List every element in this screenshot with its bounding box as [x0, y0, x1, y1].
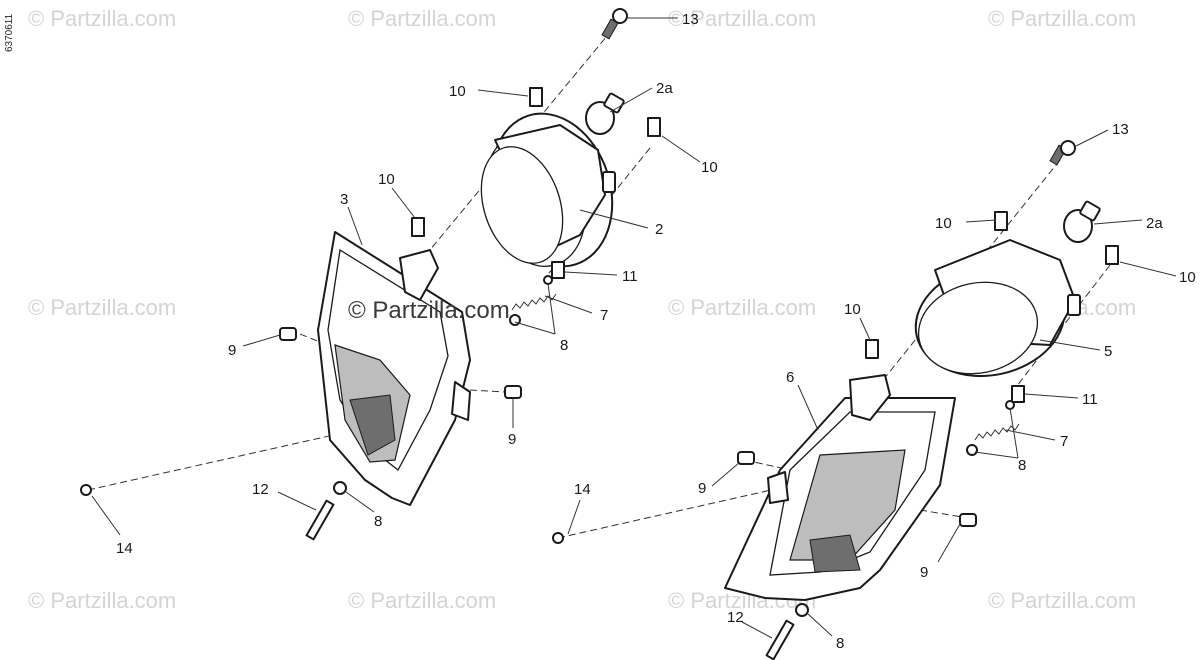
callout-9: 9	[698, 480, 706, 497]
watermark-layer: © Partzilla.com © Partzilla.com © Partzi…	[28, 6, 1136, 613]
bulb-left	[585, 92, 625, 135]
callout-13: 13	[1112, 121, 1129, 138]
callout-8: 8	[560, 337, 568, 354]
screw-13-left	[601, 8, 628, 40]
callout-12: 12	[252, 481, 269, 498]
callout-10: 10	[844, 301, 861, 318]
headlight-housing-right	[724, 374, 956, 601]
callout-6: 6	[786, 369, 794, 386]
callout-7: 7	[1060, 433, 1068, 450]
callout-14: 14	[116, 540, 133, 557]
callout-2a: 2a	[656, 80, 673, 97]
headlamp-left	[480, 112, 616, 268]
center-watermark: © Partzilla.com	[348, 297, 510, 324]
rivet-14	[80, 484, 92, 496]
callout-11: 11	[622, 268, 638, 285]
callout-10: 10	[1179, 269, 1196, 286]
callout-12: 12	[727, 609, 744, 626]
callout-11: 11	[1082, 391, 1098, 408]
callout-10: 10	[378, 171, 395, 188]
callout-8: 8	[1018, 457, 1026, 474]
watermark: © Partzilla.com	[28, 588, 176, 613]
clip-10	[529, 87, 543, 107]
callout-14: 14	[574, 481, 591, 498]
spring-7	[974, 423, 1020, 441]
washer-8	[966, 444, 978, 456]
washer-8	[543, 275, 553, 285]
callout-5: 5	[1104, 343, 1112, 360]
callout-10: 10	[935, 215, 952, 232]
callout-2a: 2a	[1146, 215, 1163, 232]
clip-11	[551, 261, 565, 279]
bolt-12	[305, 499, 335, 541]
watermark: © Partzilla.com	[668, 6, 816, 31]
washer-8	[1005, 400, 1015, 410]
spring-7	[511, 293, 557, 311]
watermark: © Partzilla.com	[348, 6, 496, 31]
watermark: © Partzilla.com	[988, 6, 1136, 31]
watermark: © Partzilla.com	[28, 6, 176, 31]
washer-8	[333, 481, 347, 495]
clip-10	[647, 117, 661, 137]
screw-13-right	[1049, 140, 1076, 166]
callout-3: 3	[340, 191, 348, 208]
bulb-right	[1063, 200, 1101, 243]
clip-10	[411, 217, 425, 237]
watermark: © Partzilla.com	[668, 295, 816, 320]
headlamp-right	[914, 239, 1081, 378]
right-headlight-assembly: 13 10 2a 10 10 5 11 6 7 8 9 14 9 12 8	[552, 121, 1196, 660]
rivet-14	[552, 532, 564, 544]
callout-8: 8	[836, 635, 844, 652]
callout-9: 9	[920, 564, 928, 581]
drawing-code: 6370611	[4, 13, 15, 52]
clip-11	[1011, 385, 1025, 403]
callout-9: 9	[228, 342, 236, 359]
callout-8: 8	[374, 513, 382, 530]
callout-7: 7	[600, 307, 608, 324]
clip-10	[865, 339, 879, 359]
watermark: © Partzilla.com	[988, 588, 1136, 613]
callout-9: 9	[508, 431, 516, 448]
clip-10	[994, 211, 1008, 231]
callout-10: 10	[701, 159, 718, 176]
watermark: © Partzilla.com	[348, 588, 496, 613]
washer-8	[795, 603, 809, 617]
watermark: © Partzilla.com	[28, 295, 176, 320]
callout-2: 2	[655, 221, 663, 238]
clip-10	[1105, 245, 1119, 265]
headlight-housing-left	[317, 231, 471, 506]
screw-9-left	[279, 327, 522, 399]
screw-9-right	[737, 451, 977, 527]
callout-13: 13	[682, 11, 699, 28]
callout-10: 10	[449, 83, 466, 100]
left-headlight-assembly: 13 10 2a 10 10 3 2 11 7 8 9 9 12 8 14	[80, 8, 718, 557]
bolt-12	[765, 619, 795, 660]
